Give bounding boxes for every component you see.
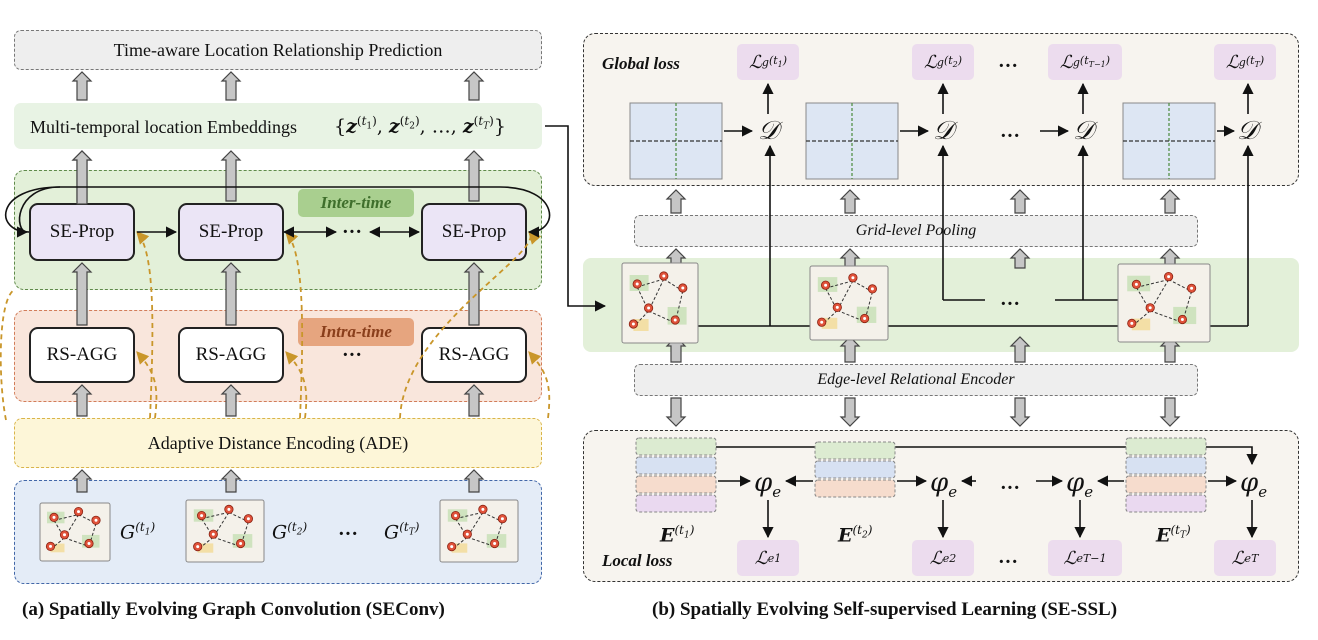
block-arrow: [839, 189, 861, 214]
rs-agg-ellipsis: ···: [342, 344, 363, 366]
rs-agg-label: RS-AGG: [46, 344, 118, 365]
rs-agg-node-1: RS-AGG: [29, 327, 135, 383]
block-arrow: [1009, 397, 1031, 427]
block-arrow: [839, 397, 861, 427]
grid-pooling-box: Grid-level Pooling: [634, 215, 1198, 247]
grid-pooling-label: Grid-level Pooling: [855, 222, 977, 239]
caption-right: (b) Spatially Evolving Self-supervised L…: [652, 599, 1118, 620]
rs-agg-node-2: RS-AGG: [178, 327, 284, 383]
graphs-band: [583, 258, 1299, 352]
se-prop-ellipsis: ···: [342, 221, 363, 243]
rs-agg-label: RS-AGG: [195, 344, 267, 365]
global-loss-label: Global loss: [602, 54, 680, 73]
block-arrow: [665, 397, 687, 427]
graph-label-t1: G(t1): [120, 520, 156, 544]
discriminator-1: 𝒟: [758, 116, 779, 146]
phi-e-3: φe: [1066, 468, 1094, 502]
se-prop-node-2: SE-Prop: [178, 203, 284, 261]
edge-encoder-box: Edge-level Relational Encoder: [634, 364, 1198, 396]
prediction-box: Time-aware Location Relationship Predict…: [14, 30, 542, 70]
graph-ellipsis: ···: [338, 523, 359, 545]
global-loss-ellipsis: ···: [998, 55, 1019, 77]
se-prop-label: SE-Prop: [49, 221, 115, 242]
graphs-band-ellipsis: ···: [1000, 293, 1021, 315]
rs-agg-node-3: RS-AGG: [421, 327, 527, 383]
graph-label-tT: G(tT): [384, 520, 420, 544]
edge-encoder-label: Edge-level Relational Encoder: [817, 371, 1015, 388]
discriminator-4: 𝒟: [1237, 116, 1258, 146]
yellow-region: [14, 418, 542, 468]
block-arrow: [71, 71, 93, 101]
discriminator-3: 𝒟: [1073, 116, 1094, 146]
inter-time-tag: Inter-time: [298, 189, 414, 217]
local-loss-ellipsis: ···: [998, 551, 1019, 573]
ade-label: Adaptive Distance Encoding (ADE): [147, 432, 409, 453]
rs-agg-label: RS-AGG: [438, 344, 510, 365]
inter-time-label: Inter-time: [320, 193, 392, 212]
se-prop-node-3: SE-Prop: [421, 203, 527, 261]
edge-emb-label-t1: E(t1): [660, 523, 695, 547]
ade-side-arrow: [0, 289, 15, 421]
block-arrow: [665, 189, 687, 214]
phi-ellipsis: ···: [1000, 477, 1021, 499]
edge-emb-label-t2: E(t2): [838, 523, 873, 547]
ade-label-box: Adaptive Distance Encoding (ADE): [14, 418, 542, 468]
se-prop-label: SE-Prop: [441, 221, 507, 242]
caption-left: (a) Spatially Evolving Graph Convolution…: [22, 599, 445, 620]
block-arrow: [1159, 189, 1181, 214]
graph-label-t2: G(t2): [272, 520, 308, 544]
block-arrow: [463, 71, 485, 101]
local-loss-label: Local loss: [602, 551, 673, 570]
embeddings-label: Multi-temporal location Embeddings: [30, 117, 297, 137]
embeddings-box: [14, 103, 542, 149]
block-arrow: [1009, 189, 1031, 214]
phi-e-2: φe: [930, 468, 958, 502]
se-prop-node-1: SE-Prop: [29, 203, 135, 261]
intra-time-label: Intra-time: [320, 322, 392, 341]
phi-e-1: φe: [754, 468, 782, 502]
block-arrow: [220, 71, 242, 101]
prediction-label: Time-aware Location Relationship Predict…: [113, 39, 443, 60]
phi-e-4: φe: [1240, 468, 1268, 502]
edge-emb-label-tT: E(tT): [1156, 523, 1191, 547]
discriminator-2: 𝒟: [933, 116, 954, 146]
intra-time-tag: Intra-time: [298, 318, 414, 346]
block-arrow: [1159, 397, 1181, 427]
discriminator-ellipsis: ···: [1000, 125, 1021, 147]
embeddings-set-formula: {z(t1), z(t2), …, z(tT)}: [334, 114, 506, 138]
se-prop-label: SE-Prop: [198, 221, 264, 242]
